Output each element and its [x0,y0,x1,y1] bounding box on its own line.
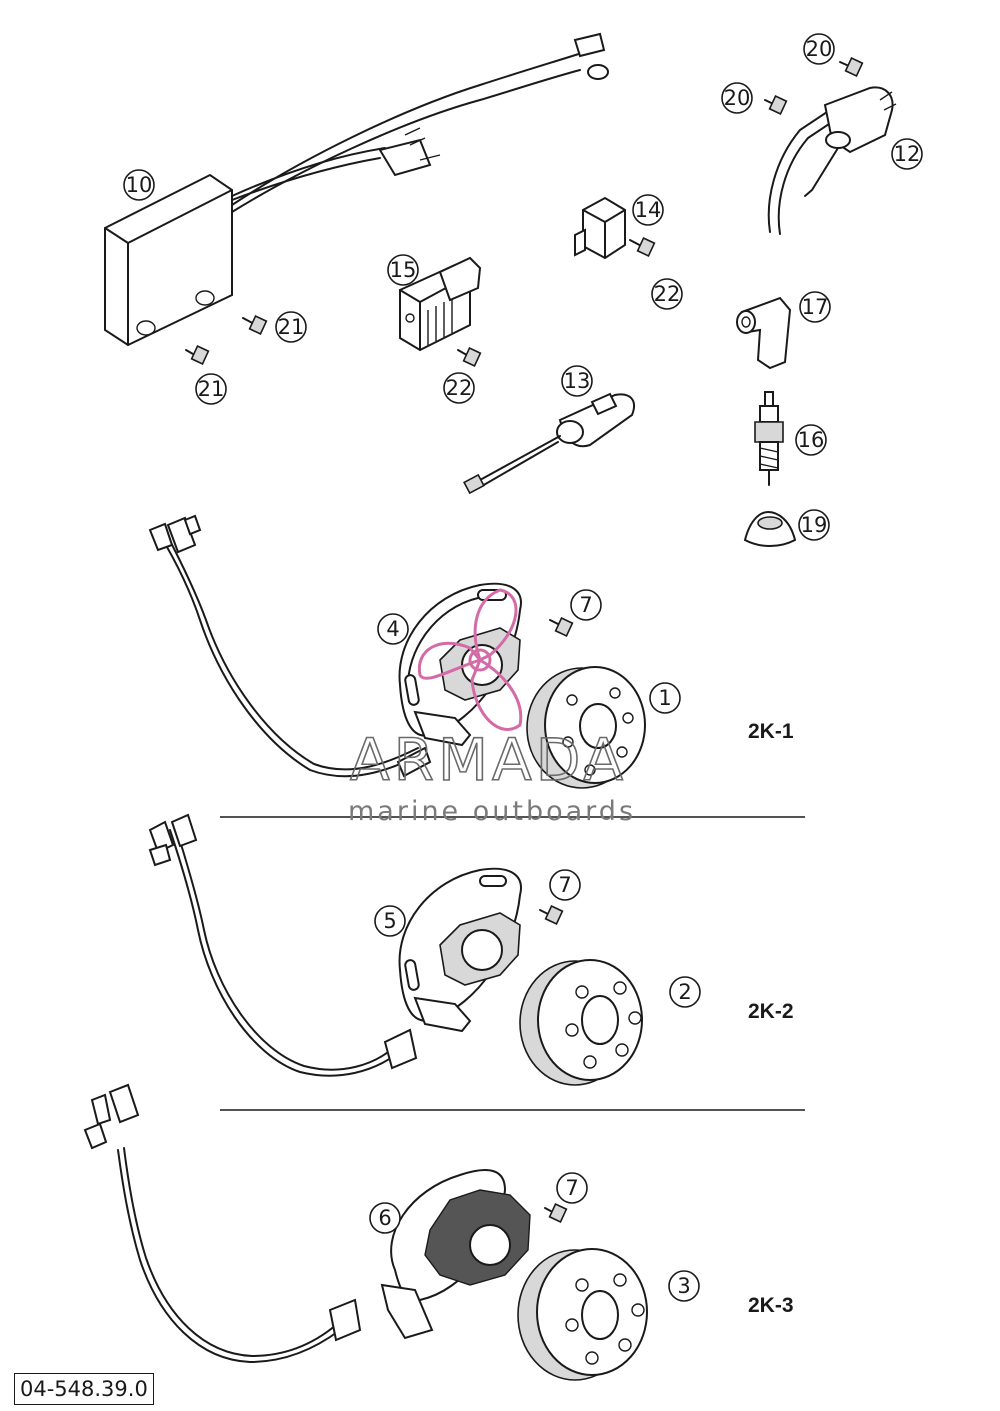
callout-22b: 22 [443,372,475,404]
callout-19: 19 [798,509,830,541]
callout-22a: 22 [651,278,683,310]
propeller-logo-icon [417,588,523,731]
callout-12: 12 [891,138,923,170]
callout-20b: 20 [721,82,753,114]
callout-5: 5 [374,905,406,937]
watermark: ARMADA marine outboards [348,588,636,827]
watermark-brand: ARMADA [350,726,627,794]
kit-label-2k-1: 2K-1 [748,720,794,743]
callout-7c: 7 [556,1172,588,1204]
callout-13: 13 [561,365,593,397]
cdi-unit-part [104,32,609,347]
svg-text:7: 7 [579,593,592,617]
screw-part [544,1203,568,1223]
sensor-part [463,392,635,495]
screw-part [629,237,656,257]
watermark-tagline: marine outboards [348,796,636,827]
svg-text:20: 20 [806,37,833,61]
svg-text:2: 2 [678,980,691,1004]
ignition-coil-part [767,86,897,235]
callout-1: 1 [649,682,681,714]
callout-21b: 21 [195,373,227,405]
callout-21a: 21 [275,311,307,343]
svg-text:10: 10 [126,173,153,197]
screw-part [457,347,482,367]
svg-text:21: 21 [198,377,225,401]
stator-kit-2 [148,813,643,1086]
svg-text:17: 17 [802,295,829,319]
seal-part [743,510,797,547]
callout-2: 2 [669,976,701,1008]
svg-text:22: 22 [446,376,473,400]
stator-kit-1 [148,514,646,789]
kit-label-2k-2: 2K-2 [748,1000,794,1023]
svg-text:7: 7 [565,1176,578,1200]
kit-label-2k-3: 2K-3 [748,1294,794,1317]
screw-part [549,617,574,637]
svg-text:1: 1 [658,686,671,710]
svg-text:5: 5 [383,909,396,933]
callout-17: 17 [799,291,831,323]
callout-16: 16 [795,424,827,456]
callout-7a: 7 [570,589,602,621]
callout-15: 15 [387,254,419,286]
callout-4: 4 [377,613,409,645]
callout-10: 10 [123,169,155,201]
screw-part [539,905,564,925]
svg-text:14: 14 [635,198,662,222]
relay-part [574,196,626,260]
voltage-regulator-part [399,256,482,352]
svg-text:15: 15 [390,258,417,282]
spark-plug-cap-part [736,296,792,370]
svg-text:12: 12 [894,142,921,166]
svg-text:4: 4 [386,617,399,641]
callout-6: 6 [369,1202,401,1234]
svg-text:19: 19 [801,513,828,537]
spark-plug-part [754,391,784,486]
callout-20a: 20 [803,33,835,65]
svg-text:22: 22 [654,282,681,306]
callout-3: 3 [668,1270,700,1302]
svg-text:20: 20 [724,86,751,110]
svg-text:16: 16 [798,428,825,452]
svg-text:3: 3 [677,1274,690,1298]
callout-14: 14 [632,194,664,226]
screw-part [185,315,268,365]
stator-kit-3 [83,1083,648,1381]
callout-7b: 7 [549,869,581,901]
svg-text:21: 21 [278,315,305,339]
svg-text:6: 6 [378,1206,391,1230]
screw-part [764,57,864,115]
svg-text:7: 7 [558,873,571,897]
svg-text:13: 13 [564,369,591,393]
reference-number: 04-548.39.0 [14,1373,154,1405]
